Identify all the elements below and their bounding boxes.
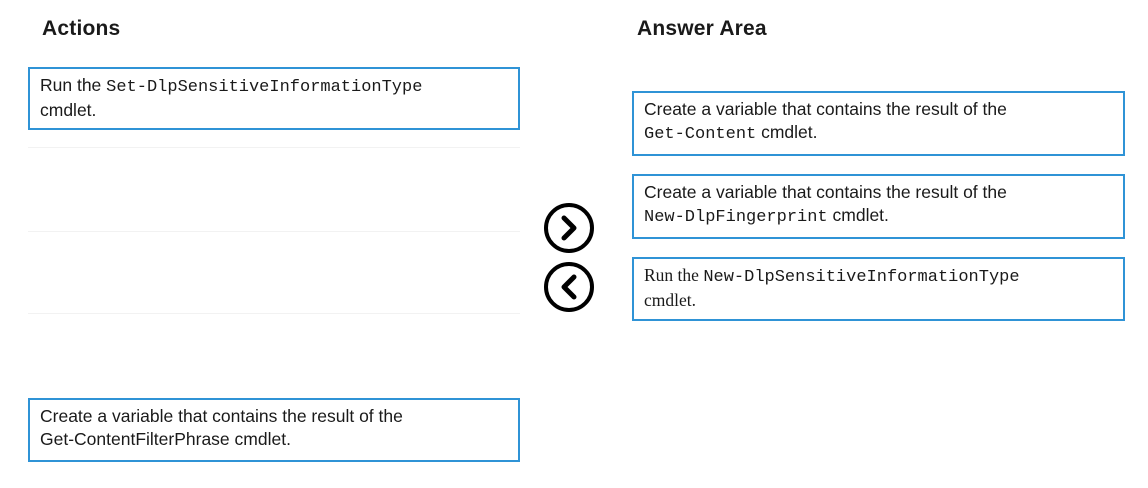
action-empty-slot [28, 231, 520, 297]
action-item-text: cmdlet. [40, 100, 97, 120]
answer-item-text: Run the [644, 265, 704, 285]
answer-item-line: Get-Content cmdlet. [644, 121, 1113, 146]
answer-item-text: cmdlet. [644, 290, 696, 310]
action-item-text: Run the [40, 75, 107, 95]
answer-item-line: New-DlpFingerprint cmdlet. [644, 204, 1113, 229]
answer-item-line: Run the New-DlpSensitiveInformationType [644, 264, 1113, 289]
action-item-text: Create a variable that contains the resu… [40, 406, 403, 426]
answer-item-get-content[interactable]: Create a variable that contains the resu… [632, 91, 1125, 156]
cmdlet-name: Set-DlpSensitiveInformationType [106, 78, 423, 97]
chevron-left-icon [544, 262, 594, 312]
answer-item-text: Create a variable that contains the resu… [644, 99, 1007, 119]
cmdlet-name: Get-Content [644, 125, 757, 144]
action-item-line: Run the Set-DlpSensitiveInformationType [40, 74, 508, 99]
cmdlet-name: New-DlpFingerprint [644, 208, 828, 227]
answer-item-text: cmdlet. [756, 122, 818, 142]
action-item-content-filter-phrase[interactable]: Create a variable that contains the resu… [28, 398, 520, 462]
answer-item-new-fingerprint[interactable]: Create a variable that contains the resu… [632, 174, 1125, 239]
cmdlet-name: New-DlpSensitiveInformationType [703, 268, 1020, 287]
action-item-set-sensitive-info-type[interactable]: Run the Set-DlpSensitiveInformationType … [28, 67, 520, 130]
action-item-text: Get-ContentFilterPhrase cmdlet. [40, 429, 291, 449]
action-empty-slot [28, 313, 520, 379]
chevron-right-icon [544, 203, 594, 253]
actions-heading: Actions [42, 17, 121, 40]
answer-item-text: cmdlet. [827, 205, 889, 225]
answer-item-text: Create a variable that contains the resu… [644, 182, 1007, 202]
answer-area-heading: Answer Area [637, 17, 767, 40]
move-left-button[interactable] [543, 261, 595, 313]
answer-item-new-sensitive-info-type[interactable]: Run the New-DlpSensitiveInformationType … [632, 257, 1125, 321]
move-right-button[interactable] [543, 202, 595, 254]
action-empty-slot [28, 147, 520, 213]
